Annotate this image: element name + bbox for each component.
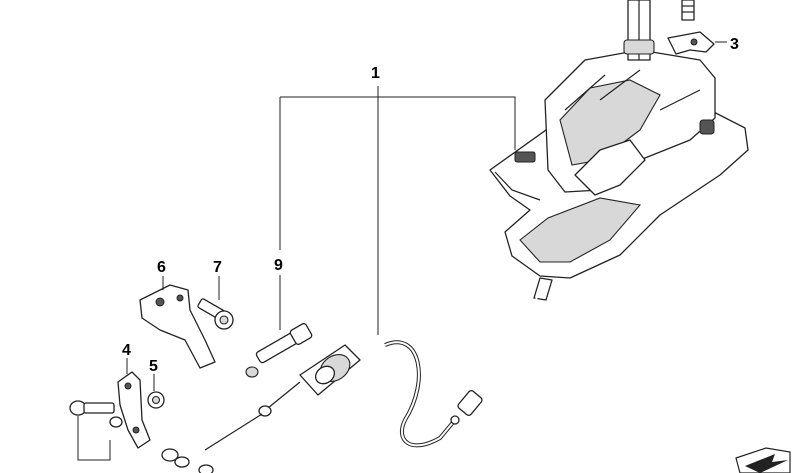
mounting-bolt	[69, 400, 123, 428]
gear-selector-housing	[489, 49, 749, 301]
lever-bracket	[117, 371, 151, 449]
callout-3: 3	[730, 36, 739, 53]
catalog-arrow-icon	[735, 447, 791, 473]
cable-end-fasteners	[161, 448, 214, 473]
stud-bolt	[681, 0, 695, 21]
callout-9: 9	[274, 257, 283, 274]
callout-7: 7	[213, 259, 222, 276]
callout-5: 5	[149, 358, 158, 375]
callout-1: 1	[371, 65, 380, 82]
leader-lines	[77, 41, 727, 461]
nut	[147, 391, 165, 409]
bracket-bolt	[197, 298, 234, 330]
shift-lever	[623, 0, 655, 61]
callout-6: 6	[157, 259, 166, 276]
retaining-clip	[667, 31, 715, 55]
threaded-pin	[245, 323, 313, 378]
cable-bracket	[139, 284, 216, 369]
callout-4: 4	[122, 342, 131, 359]
selector-cable	[204, 289, 541, 451]
